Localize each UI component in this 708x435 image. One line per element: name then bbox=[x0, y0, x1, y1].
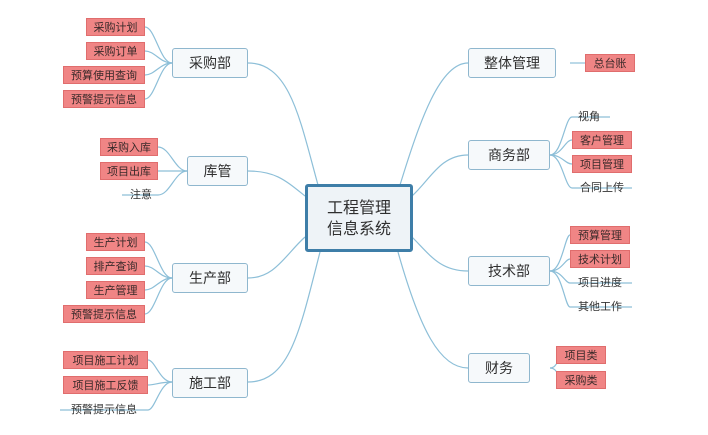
dept-warehouse-label: 库管 bbox=[203, 164, 232, 180]
link-finance bbox=[397, 251, 469, 369]
finance-item-2[interactable]: 采购类 bbox=[556, 371, 606, 389]
leaf-label: 预警提示信息 bbox=[71, 403, 137, 416]
leaf-label: 生产管理 bbox=[93, 284, 138, 297]
production-item-1[interactable]: 生产计划 bbox=[86, 233, 145, 251]
dept-technical[interactable]: 技术部 bbox=[468, 256, 550, 286]
leaf-label: 预算使用查询 bbox=[71, 69, 137, 82]
leaf-label: 预警提示信息 bbox=[71, 308, 137, 321]
center-title-line2: 信息系统 bbox=[326, 219, 391, 238]
leaf-label: 采购订单 bbox=[93, 45, 138, 58]
dept-overall[interactable]: 整体管理 bbox=[468, 48, 556, 78]
technical-item-1[interactable]: 预算管理 bbox=[570, 226, 630, 244]
leaf-label: 技术计划 bbox=[578, 253, 622, 266]
construction-item-1[interactable]: 项目施工计划 bbox=[63, 351, 148, 369]
leaf-label: 预警提示信息 bbox=[71, 93, 137, 106]
leaf-label: 生产计划 bbox=[93, 236, 138, 249]
finance-item-1[interactable]: 项目类 bbox=[556, 346, 606, 364]
warehouse-item-2[interactable]: 项目出库 bbox=[100, 162, 158, 180]
leaf-label: 总台账 bbox=[593, 57, 627, 70]
link-overall bbox=[399, 62, 469, 186]
dept-construction-label: 施工部 bbox=[189, 376, 231, 392]
dept-production[interactable]: 生产部 bbox=[172, 263, 248, 293]
leaf-label: 视角 bbox=[578, 110, 600, 123]
dept-finance-label: 财务 bbox=[485, 361, 513, 377]
procurement-item-3[interactable]: 预算使用查询 bbox=[63, 66, 145, 84]
link-warehouse bbox=[247, 170, 306, 197]
leaf-label: 客户管理 bbox=[580, 134, 624, 147]
dept-procurement-label: 采购部 bbox=[189, 56, 231, 72]
dept-technical-label: 技术部 bbox=[488, 264, 530, 280]
overall-item-1[interactable]: 总台账 bbox=[585, 54, 635, 72]
leaf-label: 采购计划 bbox=[93, 21, 138, 34]
leaf-label: 注意 bbox=[130, 188, 152, 201]
technical-item-3[interactable]: 项目进度 bbox=[570, 273, 630, 291]
dept-construction[interactable]: 施工部 bbox=[172, 368, 248, 398]
leaf-label: 项目类 bbox=[564, 349, 598, 362]
leaf-label: 采购入库 bbox=[107, 141, 151, 154]
warehouse-item-3[interactable]: 注意 bbox=[124, 185, 158, 203]
link-construction bbox=[247, 251, 321, 383]
leaf-label: 项目施工计划 bbox=[72, 354, 139, 367]
leaf-label: 项目管理 bbox=[580, 158, 624, 171]
technical-item-4[interactable]: 其他工作 bbox=[570, 297, 630, 315]
business-item-3[interactable]: 项目管理 bbox=[572, 155, 632, 173]
link-procurement bbox=[247, 62, 319, 186]
production-item-4[interactable]: 预警提示信息 bbox=[63, 305, 145, 323]
business-item-1[interactable]: 视角 bbox=[572, 107, 606, 125]
link-business bbox=[411, 154, 469, 197]
production-item-2[interactable]: 排产查询 bbox=[86, 257, 145, 275]
leaf-label: 预算管理 bbox=[578, 229, 622, 242]
construction-item-2[interactable]: 项目施工反馈 bbox=[63, 376, 148, 394]
business-item-2[interactable]: 客户管理 bbox=[572, 131, 632, 149]
procurement-item-1[interactable]: 采购计划 bbox=[86, 18, 145, 36]
business-item-4[interactable]: 合同上传 bbox=[572, 178, 632, 196]
dept-production-label: 生产部 bbox=[189, 271, 231, 287]
dept-finance[interactable]: 财务 bbox=[468, 353, 530, 383]
leaf-label: 合同上传 bbox=[580, 181, 624, 194]
leaf-label: 项目进度 bbox=[578, 276, 622, 289]
technical-item-2[interactable]: 技术计划 bbox=[570, 250, 630, 268]
link-production bbox=[247, 236, 306, 279]
leaf-label: 排产查询 bbox=[93, 260, 138, 273]
dept-business-label: 商务部 bbox=[488, 148, 530, 164]
leaf-label: 项目出库 bbox=[107, 165, 151, 178]
leaf-label: 项目施工反馈 bbox=[72, 379, 139, 392]
dept-overall-label: 整体管理 bbox=[484, 56, 540, 72]
leaf-label: 其他工作 bbox=[578, 300, 622, 313]
warehouse-item-1[interactable]: 采购入库 bbox=[100, 138, 158, 156]
dept-warehouse[interactable]: 库管 bbox=[187, 156, 248, 186]
dept-procurement[interactable]: 采购部 bbox=[172, 48, 248, 78]
center-title-line1: 工程管理 bbox=[326, 198, 391, 217]
dept-business[interactable]: 商务部 bbox=[468, 140, 550, 170]
construction-item-3[interactable]: 预警提示信息 bbox=[60, 400, 148, 418]
procurement-item-4[interactable]: 预警提示信息 bbox=[63, 90, 145, 108]
procurement-item-2[interactable]: 采购订单 bbox=[86, 42, 145, 60]
production-item-3[interactable]: 生产管理 bbox=[86, 281, 145, 299]
link-technical bbox=[411, 236, 469, 272]
leaf-label: 采购类 bbox=[564, 374, 598, 387]
center-node[interactable]: 工程管理 信息系统 bbox=[305, 184, 413, 252]
